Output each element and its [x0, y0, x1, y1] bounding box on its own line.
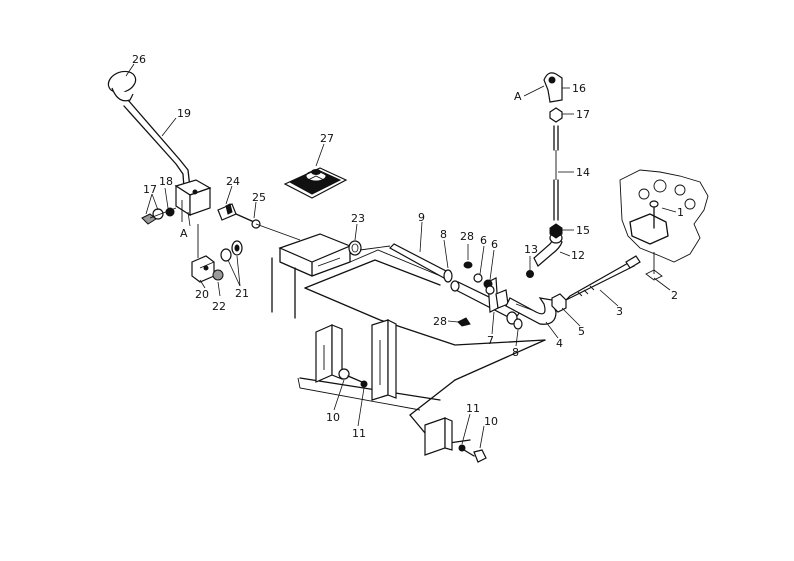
nut-5 [551, 293, 567, 313]
bolt-10-left [338, 368, 368, 388]
transmission [619, 169, 709, 281]
rubber-boot [283, 167, 348, 199]
callout-28-lower: 28 [433, 315, 447, 328]
callout-22: 22 [212, 300, 226, 313]
joint-12 [533, 232, 563, 267]
callout-14: 14 [576, 166, 590, 179]
callout-8-upper: 8 [440, 228, 447, 241]
nuts-6 [473, 273, 495, 295]
shaft-9 [389, 243, 453, 283]
callout-a-lever: A [180, 227, 188, 240]
callout-12: 12 [571, 249, 585, 262]
bolt-25 [235, 213, 261, 229]
rod-3 [565, 255, 641, 301]
callout-26: 26 [132, 53, 146, 66]
callout-11-left: 11 [352, 427, 366, 440]
callout-10-left: 10 [326, 411, 340, 424]
callout-6-second: 6 [491, 238, 498, 251]
bracket-front [424, 417, 453, 456]
shift-lever [107, 70, 191, 189]
nut-group-left [141, 207, 177, 225]
bracket-left [315, 324, 343, 383]
callout-16: 16 [572, 82, 586, 95]
clevis-24 [217, 203, 237, 221]
bushing-8-lower [513, 318, 523, 330]
lever-base [174, 179, 212, 222]
rod-14 [553, 125, 559, 221]
nut-22 [212, 269, 224, 281]
callout-2: 2 [671, 289, 678, 302]
leader-lines [125, 63, 677, 449]
washers-21 [220, 240, 243, 262]
callout-a-joint: A [514, 90, 522, 103]
plug-28-upper [463, 261, 473, 269]
nut-17-upper [549, 107, 563, 123]
bracket-right [371, 319, 397, 401]
callout-23: 23 [351, 212, 365, 225]
callout-28-upper: 28 [460, 230, 474, 243]
callout-6-first: 6 [480, 234, 487, 247]
callout-15: 15 [576, 224, 590, 237]
callout-17-upper: 17 [576, 108, 590, 121]
callout-13-lower: 13 [524, 243, 538, 256]
callout-11-right: 11 [466, 402, 480, 415]
callout-7: 7 [487, 334, 494, 347]
callout-18: 18 [159, 175, 173, 188]
callout-4: 4 [556, 337, 563, 350]
joint-16 [543, 72, 563, 103]
ring-23 [348, 240, 362, 256]
block-20 [191, 255, 215, 283]
callout-25: 25 [252, 191, 266, 204]
console-box [271, 233, 352, 319]
callout-24: 24 [226, 175, 240, 188]
callout-1: 1 [677, 206, 684, 219]
bolt-10-right [458, 444, 487, 463]
callout-5: 5 [578, 325, 585, 338]
callout-10-right: 10 [484, 415, 498, 428]
nut-13 [526, 270, 534, 278]
callout-21: 21 [235, 287, 249, 300]
callout-19: 19 [177, 107, 191, 120]
callout-20: 20 [195, 288, 209, 301]
callout-3: 3 [616, 305, 623, 318]
callout-9: 9 [418, 211, 425, 224]
callout-8-lower: 8 [512, 346, 519, 359]
callout-17-left: 17 [143, 183, 157, 196]
plug-28-lower [457, 317, 471, 327]
nut-15 [549, 223, 563, 239]
callout-27: 27 [320, 132, 334, 145]
